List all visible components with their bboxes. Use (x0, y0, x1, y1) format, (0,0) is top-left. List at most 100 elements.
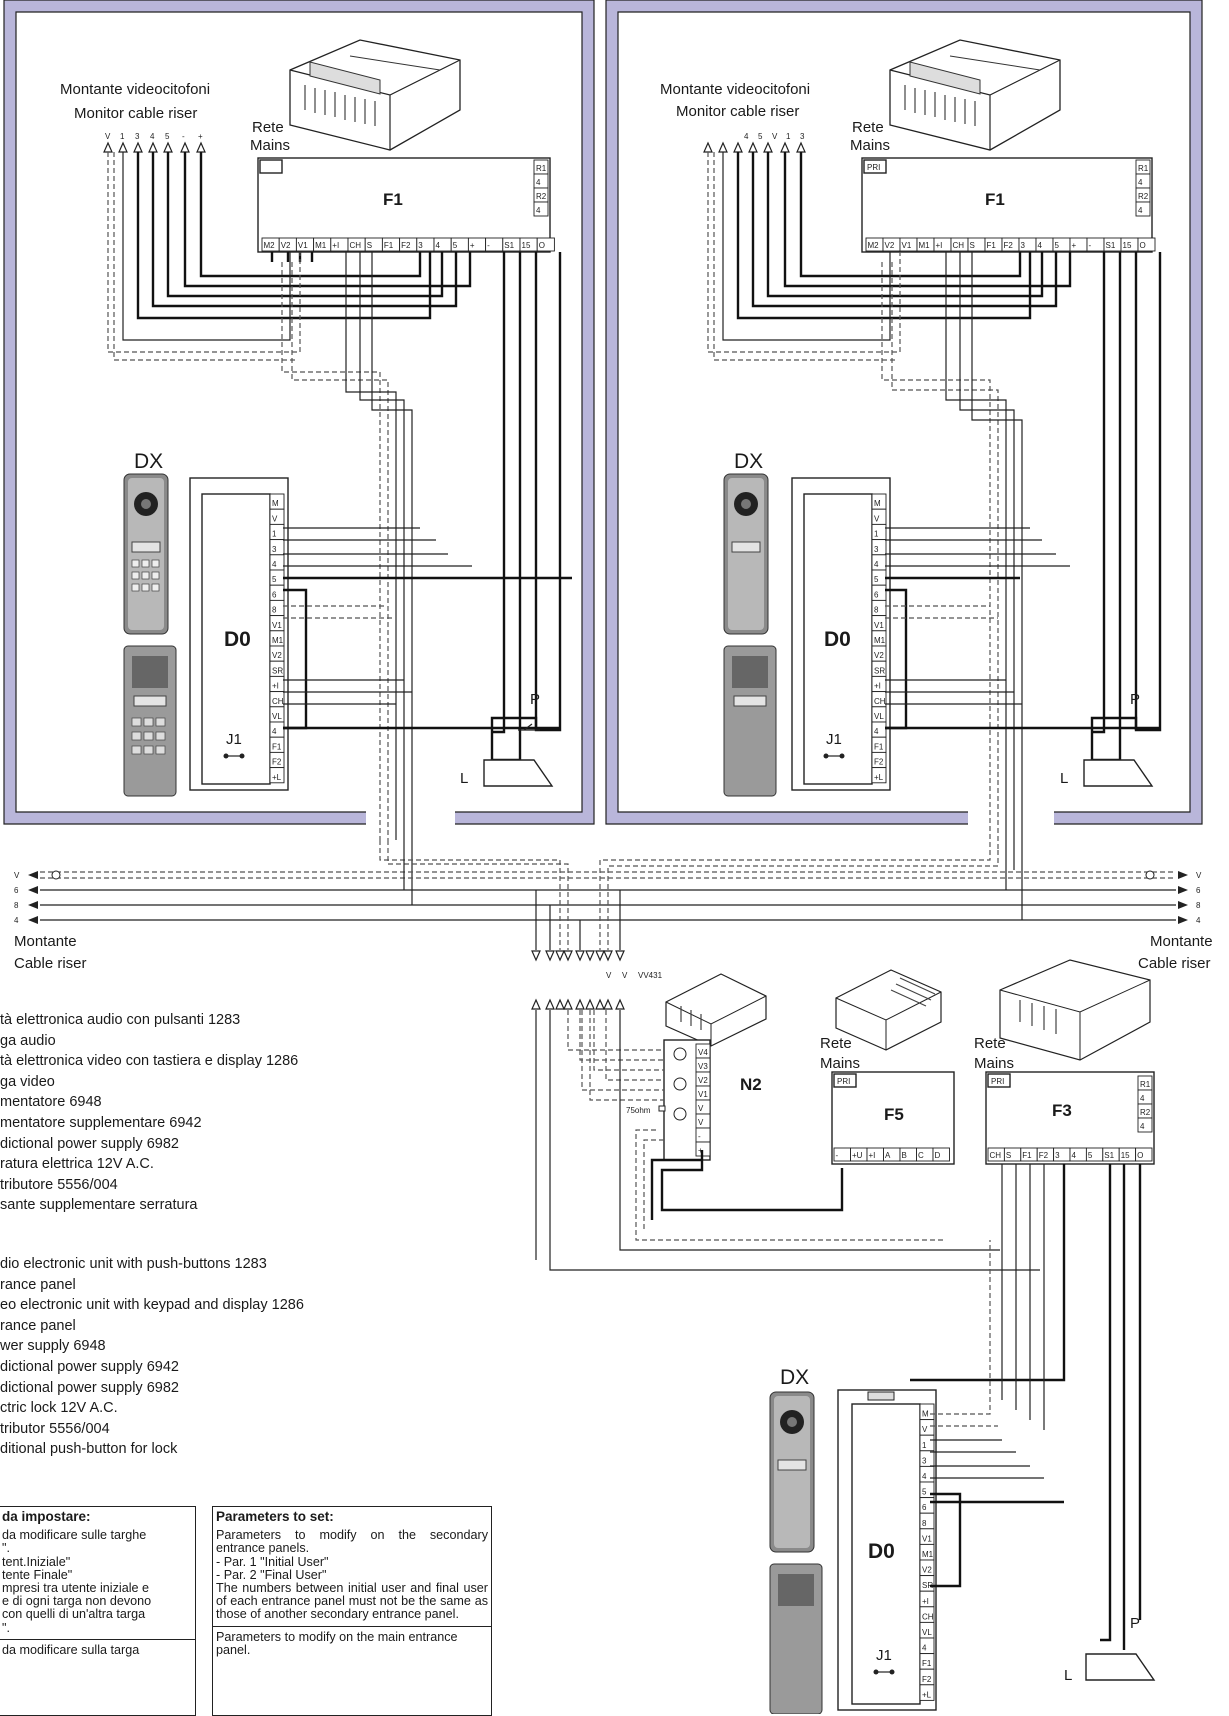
legend-it-item: ratura elettrica 12V A.C. (0, 1156, 154, 1173)
dx-label-right: DX (734, 450, 763, 473)
terminal-label: F2 (401, 241, 411, 250)
terminal-label: SR (922, 1581, 933, 1590)
power-supply-icon-f3 (999, 959, 1151, 1061)
legend-en-item: eo electronic unit with keypad and displ… (0, 1297, 304, 1314)
terminal-label: 8 (922, 1519, 927, 1528)
legend-it-item: ga audio (0, 1032, 56, 1049)
arrow-up-icon (545, 998, 555, 1010)
params-it-line: con quelli di un'altra targa (2, 1607, 146, 1622)
terminal-label: 4 (1072, 1151, 1077, 1160)
riser-bottom-en-right: Cable riser (1138, 955, 1211, 972)
terminal-label: R1 (536, 164, 547, 173)
terminal-label: V4 (698, 1048, 708, 1057)
terminal-label: V (698, 1118, 704, 1127)
f3-name: F3 (1052, 1101, 1072, 1120)
legend-en-item: wer supply 6948 (0, 1338, 106, 1355)
params-it-line: da modificare sulle targhe (2, 1528, 147, 1543)
riser-bottom-en-left: Cable riser (14, 955, 87, 972)
riser-pin-label: 5 (165, 132, 170, 141)
n2-top-label: V (622, 971, 628, 980)
terminal-cell (932, 1147, 950, 1162)
arrow-up-icon (615, 998, 625, 1010)
terminal-label: +L (272, 773, 282, 782)
bus-label-right: V (1196, 871, 1202, 880)
terminal-label: R1 (1140, 1080, 1151, 1089)
params-it-line: mpresi tra utente iniziale e (2, 1581, 149, 1596)
terminal-label: 3 (1021, 241, 1026, 250)
terminal-label: + (1072, 241, 1077, 250)
params-en-p1: Parameters to modify on the secondary en… (216, 1528, 488, 1556)
terminal-label: 4 (1038, 241, 1043, 250)
d0-name-right: D0 (824, 628, 851, 651)
terminal-label: F2 (1004, 241, 1014, 250)
riser-bottom-it-right: Montante (1150, 933, 1213, 950)
terminal-label: F1 (1022, 1151, 1032, 1160)
terminal-label: M1 (919, 241, 931, 250)
params-en-p4: The numbers between initial user and fin… (216, 1581, 488, 1622)
j1-label-right: J1 (826, 731, 842, 748)
bus-label-left: 8 (14, 901, 19, 910)
arrow-down-icon (603, 950, 613, 962)
p-label-right: P (1130, 691, 1140, 708)
terminal-label: 4 (1140, 1094, 1145, 1103)
terminal-label: F2 (922, 1675, 932, 1684)
terminal-cell (269, 767, 285, 784)
arrow-up-icon (196, 141, 206, 153)
terminal-label: V (922, 1425, 928, 1434)
params-it-lines: da modificare sulle targhe".tent.Inizial… (2, 1529, 192, 1635)
terminal-label: V1 (272, 621, 282, 630)
terminal-label: 4 (272, 727, 277, 736)
bus-label-right: 6 (1196, 886, 1201, 895)
l-label-bottom: L (1064, 1667, 1072, 1684)
arrow-down-icon (615, 950, 625, 962)
lock-right (1083, 759, 1154, 787)
terminal-label: 1 (922, 1441, 927, 1450)
power-supply-icon-right (889, 39, 1061, 151)
params-en-p3: - Par. 2 "Final User" (216, 1567, 327, 1582)
terminal-cell (871, 767, 887, 784)
arrow-up-icon (763, 141, 773, 153)
terminal-label: V1 (298, 241, 308, 250)
bus-label-right: 4 (1196, 916, 1201, 925)
legend-en-item: dictional power supply 6982 (0, 1379, 179, 1396)
terminal-label: 4 (1138, 206, 1143, 215)
arrow-up-icon (148, 141, 158, 153)
riser-pin-label: 5 (758, 132, 763, 141)
power-supply-icon-f5 (835, 969, 942, 1051)
arrow-up-icon (133, 141, 143, 153)
terminal-label: C (918, 1151, 924, 1160)
terminal-label: F2 (1039, 1151, 1049, 1160)
terminal-label: R2 (536, 192, 547, 201)
terminal-cell (536, 237, 555, 252)
terminal-label: M2 (264, 241, 276, 250)
terminal-label: SR (874, 666, 885, 675)
terminal-label: V1 (874, 621, 884, 630)
arrow-up-icon (733, 141, 743, 153)
riser-pin-label: - (182, 132, 185, 141)
n2-ohm: 75ohm (626, 1106, 651, 1115)
riser-top-label-it: Montante videocitofoni (60, 81, 210, 98)
params-box-it: da impostare: da modificare sulle targhe… (0, 1506, 196, 1716)
terminal-label: 5 (272, 575, 277, 584)
legend-en-item: dictional power supply 6942 (0, 1358, 179, 1375)
riser-pin-label: 4 (150, 132, 155, 141)
terminal-label: +I (922, 1597, 929, 1606)
legend-en-item: tributor 5556/004 (0, 1420, 110, 1437)
terminal-label: 4 (1140, 1122, 1145, 1131)
terminal-label: +I (332, 241, 339, 250)
legend-it-item: mentatore supplementare 6942 (0, 1114, 202, 1131)
riser-pin-label: + (198, 132, 203, 141)
f1-name: F1 (383, 190, 403, 209)
mains-label-it-right: Rete (852, 119, 884, 136)
arrow-up-icon (563, 998, 573, 1010)
terminal-label: V2 (272, 651, 282, 660)
terminal-label: +I (874, 682, 881, 691)
p-label-left: P (530, 691, 540, 708)
params-en-p5: Parameters to modify on the main entranc… (216, 1629, 458, 1657)
terminal-label: S1 (1106, 241, 1116, 250)
arrow-down-icon (555, 950, 565, 962)
terminal-label: V3 (698, 1062, 708, 1071)
